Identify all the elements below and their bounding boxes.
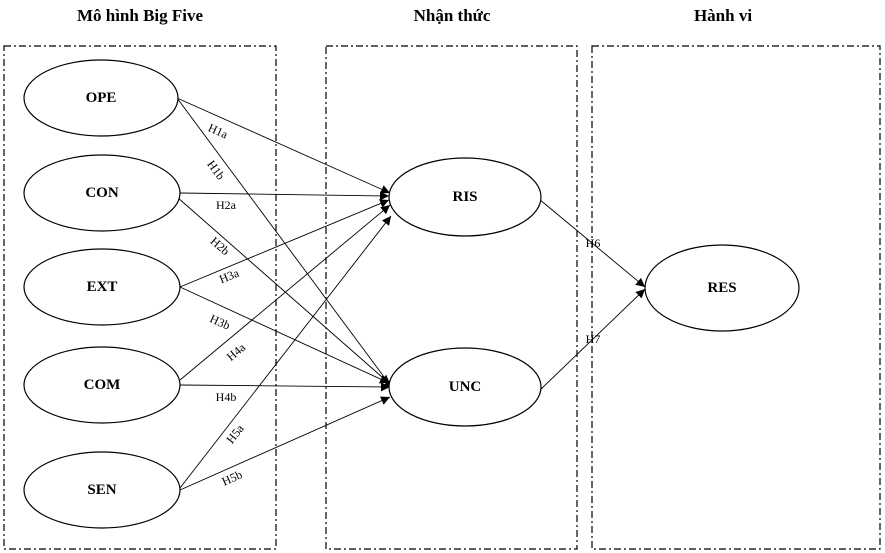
node-com-label: COM xyxy=(84,377,121,393)
node-res-shape xyxy=(644,244,800,332)
edge-label-h1a: H1a xyxy=(206,121,231,142)
edge-label-h2b: H2b xyxy=(208,234,233,258)
edge-label-h5a: H5a xyxy=(223,421,247,446)
group-box-behavior xyxy=(591,45,881,550)
group-box-perception xyxy=(325,45,578,550)
edge-label-h6: H6 xyxy=(586,236,601,250)
edge-ope-ris xyxy=(176,97,391,194)
edge-sen-unc xyxy=(179,396,391,491)
node-ope-shape xyxy=(23,59,179,137)
node-ext: EXT xyxy=(23,248,181,326)
edge-label-h4a: H4a xyxy=(224,340,249,364)
group-title-big-five: Mô hình Big Five xyxy=(77,6,204,25)
edge-label-h2a: H2a xyxy=(216,198,237,212)
node-com: COM xyxy=(23,346,181,424)
node-ope-label: OPE xyxy=(86,90,117,106)
edge-ext-ris xyxy=(179,199,390,288)
edge-com-ris xyxy=(179,204,391,381)
node-res: RES xyxy=(644,244,800,332)
edge-con-ris xyxy=(179,191,390,201)
node-unc-shape xyxy=(388,347,542,427)
node-unc: UNC xyxy=(388,347,542,427)
node-ris: RIS xyxy=(388,157,542,237)
node-con: CON xyxy=(23,154,181,232)
node-sen-label: SEN xyxy=(87,482,116,498)
node-unc-label: UNC xyxy=(449,379,482,395)
edge-label-h3b: H3b xyxy=(208,311,233,332)
node-con-label: CON xyxy=(85,185,119,201)
edge-label-h7: H7 xyxy=(586,332,601,346)
edge-label-h3a: H3a xyxy=(217,266,241,287)
edge-ris-res xyxy=(538,198,646,288)
node-ris-label: RIS xyxy=(452,189,477,205)
node-ope: OPE xyxy=(23,59,179,137)
node-ext-label: EXT xyxy=(87,279,118,295)
node-sen: SEN xyxy=(23,451,181,529)
node-con-shape xyxy=(23,154,181,232)
node-com-shape xyxy=(23,346,181,424)
edge-ext-unc xyxy=(179,286,390,384)
edge-label-h4b: H4b xyxy=(216,390,237,404)
edge-unc-res xyxy=(538,288,646,392)
group-box-big-five xyxy=(3,45,277,550)
edge-con-unc xyxy=(176,196,391,385)
group-title-perception: Nhận thức xyxy=(414,6,491,25)
node-res-label: RES xyxy=(707,280,736,296)
group-title-behavior: Hành vi xyxy=(694,6,752,25)
edge-layer xyxy=(176,97,646,491)
edge-com-unc xyxy=(179,382,391,392)
node-ris-shape xyxy=(388,157,542,237)
node-ext-shape xyxy=(23,248,181,326)
edge-sen-ris xyxy=(179,215,392,489)
node-sen-shape xyxy=(23,451,181,529)
